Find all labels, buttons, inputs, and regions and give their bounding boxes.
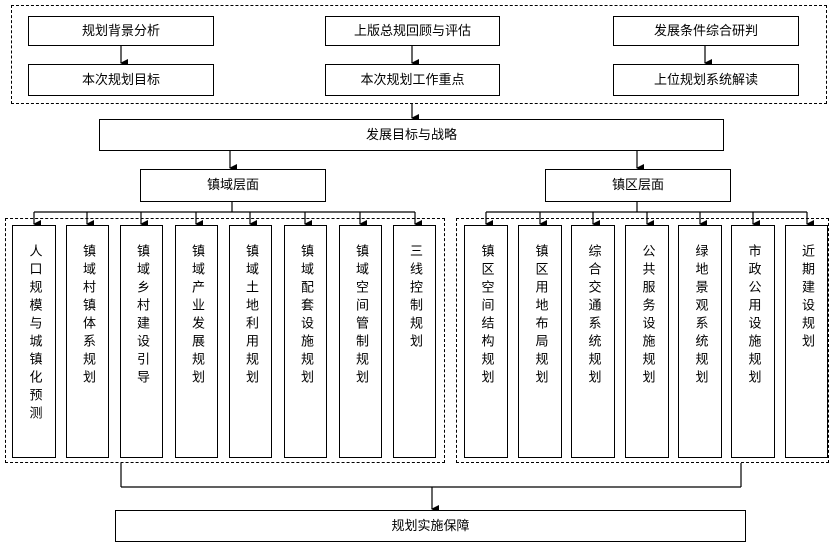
town-item-box: 三线控制规划 <box>393 225 436 458</box>
strategy-label: 发展目标与战略 <box>365 127 457 143</box>
town-item-box: 镇域村镇体系规划 <box>66 225 109 458</box>
previous-plan-review-box: 上版总规回顾与评估 <box>325 16 500 46</box>
town-item-box: 镇域配套设施规划 <box>284 225 327 458</box>
town-item-label: 镇域配套设施规划 <box>298 244 313 388</box>
town-item-label: 镇域空间管制规划 <box>353 244 368 388</box>
district-item-box: 镇区用地布局规划 <box>518 225 562 458</box>
district-item-box: 镇区空间结构规划 <box>464 225 508 458</box>
district-item-box: 绿地景观系统规划 <box>678 225 722 458</box>
development-conditions-box: 发展条件综合研判 <box>613 16 799 46</box>
district-item-label: 近期建设规划 <box>799 244 814 352</box>
previous-plan-review-label: 上版总规回顾与评估 <box>353 23 471 39</box>
district-item-label: 镇区用地布局规划 <box>532 244 548 388</box>
district-item-box: 近期建设规划 <box>785 225 828 458</box>
work-focus-label: 本次规划工作重点 <box>360 72 465 88</box>
district-level-label: 镇区层面 <box>611 178 664 193</box>
strategy-box: 发展目标与战略 <box>99 119 724 151</box>
town-item-box: 镇域产业发展规划 <box>175 225 218 458</box>
district-item-box: 市政公用设施规划 <box>731 225 775 458</box>
district-item-box: 综合交通系统规划 <box>571 225 615 458</box>
district-items-group <box>456 218 829 463</box>
superior-planning-label: 上位规划系统解读 <box>653 72 758 88</box>
district-level-box: 镇区层面 <box>545 169 731 202</box>
planning-goals-box: 本次规划目标 <box>28 64 214 96</box>
district-item-box: 公共服务设施规划 <box>625 225 669 458</box>
planning-goals-label: 本次规划目标 <box>81 72 160 88</box>
top-analysis-group <box>11 5 827 104</box>
superior-planning-box: 上位规划系统解读 <box>613 64 799 96</box>
town-item-label: 镇域村镇体系规划 <box>80 244 95 388</box>
district-item-label: 综合交通系统规划 <box>585 244 601 388</box>
town-item-box: 镇域土地利用规划 <box>229 225 272 458</box>
town-item-label: 镇域产业发展规划 <box>189 244 204 388</box>
implementation-box: 规划实施保障 <box>115 510 746 542</box>
town-item-label: 镇域乡村建设引导 <box>134 244 149 388</box>
town-item-box: 人口规模与城镇化预测 <box>12 225 56 458</box>
background-analysis-box: 规划背景分析 <box>28 16 214 46</box>
town-level-box: 镇域层面 <box>140 169 326 202</box>
town-item-label: 镇域土地利用规划 <box>243 244 258 388</box>
town-level-label: 镇域层面 <box>206 178 259 193</box>
district-item-label: 市政公用设施规划 <box>745 244 761 388</box>
district-item-label: 绿地景观系统规划 <box>692 244 708 388</box>
implementation-label: 规划实施保障 <box>391 518 470 534</box>
town-item-label: 三线控制规划 <box>407 244 422 352</box>
district-item-label: 公共服务设施规划 <box>639 244 655 388</box>
work-focus-box: 本次规划工作重点 <box>325 64 500 96</box>
district-item-label: 镇区空间结构规划 <box>478 244 494 388</box>
town-item-box: 镇域空间管制规划 <box>339 225 382 458</box>
town-item-box: 镇域乡村建设引导 <box>120 225 163 458</box>
development-conditions-label: 发展条件综合研判 <box>653 23 758 39</box>
town-items-group <box>5 218 445 463</box>
background-analysis-label: 规划背景分析 <box>81 23 160 39</box>
town-item-label: 人口规模与城镇化预测 <box>26 244 42 424</box>
